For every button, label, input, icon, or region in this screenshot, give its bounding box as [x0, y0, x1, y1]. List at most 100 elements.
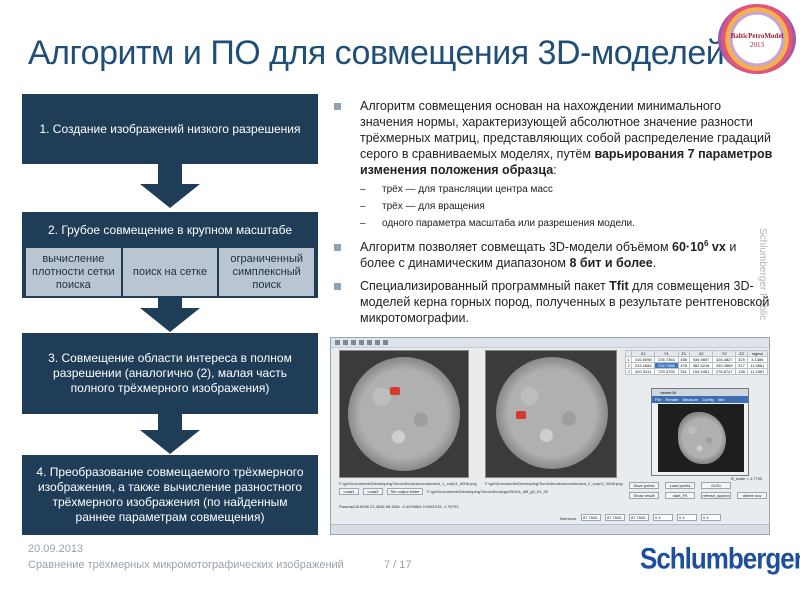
goto-button[interactable]: GoTo	[701, 482, 731, 489]
sub-item-3-text: одного параметра масштаба или разрешения…	[382, 218, 635, 229]
slide-title: Алгоритм и ПО для совмещения 3D-моделей	[28, 34, 725, 72]
viewer3d-menu: File Render Measure Config Info	[652, 396, 748, 403]
page-number: 7 / 17	[384, 559, 412, 571]
save-points-button[interactable]: Save points	[629, 482, 659, 489]
show-result-button[interactable]: Show result	[629, 492, 659, 499]
tolerance-field-3[interactable]: 87.7845	[629, 514, 649, 521]
toolbar-pan-icon[interactable]	[359, 340, 364, 345]
bullet-list: Алгоритм совмещения основан на нахождени…	[334, 98, 774, 333]
start-fit-button[interactable]: start_Fit	[665, 492, 695, 499]
toolbar-measure-icon[interactable]	[383, 340, 388, 345]
right-slice-view[interactable]	[485, 350, 617, 478]
right-file-path: F:\gre\Documents\Developing\Tomo\3tools\…	[485, 481, 623, 486]
params-values: -145.8996 21.4836 98.3561 -0.4209864 0.0…	[351, 504, 459, 509]
footer-date: 20.09.2013	[28, 543, 84, 555]
bullet-1-end: :	[553, 163, 557, 177]
flow-arrow-3	[140, 414, 200, 455]
bullet-1-text: Алгоритм совмещения основан на нахождени…	[360, 99, 771, 161]
bullet-2-volume: 60·106 vx	[672, 238, 726, 254]
load2-button[interactable]: Load2	[363, 488, 383, 495]
viewer3d-title[interactable]: viewer3d	[652, 389, 748, 396]
logo-year: 2013	[750, 41, 764, 49]
flow-step-2: 2. Грубое совмещение в крупном масштабе …	[22, 212, 318, 298]
viewer3d-render[interactable]	[658, 404, 744, 472]
table-cell[interactable]: 3	[624, 368, 633, 375]
sub-item-2-text: трёх — для вращения	[382, 201, 485, 212]
tolerance-field-1[interactable]: 87.7845	[581, 514, 601, 521]
menu-file[interactable]: File	[655, 397, 662, 402]
tfit-app-screenshot: F:\gre\Documents\Developing\Tomo\3tools\…	[330, 337, 770, 535]
table-cell[interactable]: 138	[735, 368, 748, 375]
schlumberger-logo: Schlumberger	[640, 540, 800, 576]
output-path: F:\gre\Documents\Developing\Tomo\3tools\…	[427, 489, 549, 494]
footer-caption: Сравнение трёхмерных микромотографически…	[28, 559, 344, 571]
sub-item-scale: –одного параметра масштаба или разрешени…	[360, 218, 635, 229]
toolbar-select-icon[interactable]	[367, 340, 372, 345]
delete-row-button[interactable]: delete row	[737, 492, 767, 499]
bullet-square-icon	[334, 103, 341, 110]
bullet-3-text: Специализированный программный пакет	[360, 279, 610, 293]
toolbar-save-icon[interactable]	[343, 340, 348, 345]
tolerance-field-4[interactable]: 0.4	[653, 514, 673, 521]
viewer3d-window[interactable]: viewer3d File Render Measure Config Info	[651, 388, 749, 476]
bullet-2-text: Алгоритм позволяет совмещать 3D-модели о…	[360, 240, 673, 254]
flow-step-1: 1. Создание изображений низкого разрешен…	[22, 94, 318, 164]
table-cell[interactable]: 232.7366	[654, 362, 679, 369]
menu-render[interactable]: Render	[665, 397, 679, 402]
toolbar-zoom-icon[interactable]	[351, 340, 356, 345]
flow-step-2-title: 2. Грубое совмещение в крупном масштабе	[48, 222, 292, 237]
table-cell[interactable]: 934.9807	[688, 356, 714, 363]
flow-arrow-2	[140, 298, 200, 333]
set-output-folder-button[interactable]: Set output folder	[387, 488, 423, 495]
load1-button[interactable]: Load1	[339, 488, 359, 495]
table-cell[interactable]: 729.3793	[654, 368, 679, 375]
toolbar-open-icon[interactable]	[335, 340, 340, 345]
menu-config[interactable]: Config	[702, 397, 714, 402]
bullet-2-volume-a: 60·10	[672, 240, 704, 254]
bullet-2-volume-exp: 6	[704, 238, 709, 248]
table-cell[interactable]: 511	[677, 368, 690, 375]
flow-step-3-text: 3. Совмещение области интереса в полном …	[48, 351, 292, 395]
app-toolbar	[331, 338, 769, 348]
load-points-button[interactable]: Load points	[665, 482, 695, 489]
tolerance-field-6[interactable]: 0.4	[701, 514, 721, 521]
left-slice-view[interactable]	[339, 350, 469, 478]
right-match-marker	[516, 411, 526, 419]
bullet-algorithm: Алгоритм совмещения основан на нахождени…	[334, 98, 774, 178]
table-cell[interactable]: 426.4827	[712, 356, 737, 363]
params-label: Params	[339, 504, 353, 509]
bullet-2-end: .	[652, 256, 657, 270]
tolerance-field-5[interactable]: 0.4	[677, 514, 697, 521]
tolerance-field-2[interactable]: 87.7845	[605, 514, 625, 521]
table-cell[interactable]: 420.3411	[631, 368, 656, 375]
table-cell[interactable]: 194.5451	[688, 368, 714, 375]
menu-measure[interactable]: Measure	[682, 397, 699, 402]
bullet-3-end: для совмещения 3D-моделей керна горных п…	[360, 279, 770, 325]
flow-step-3: 3. Совмещение области интереса в полном …	[22, 333, 318, 414]
toolbar-rotate-icon[interactable]	[375, 340, 380, 345]
app-status-bar	[331, 524, 769, 534]
bullet-2-range: 8 бит и более	[569, 256, 653, 270]
table-cell[interactable]: 382.6218	[688, 362, 714, 369]
right-core-sample	[496, 357, 608, 469]
conference-logo: BalticPetroModel 2013	[718, 4, 796, 74]
bullet-3-tfit: Tfit	[609, 279, 629, 293]
sub-item-1-text: трёх — для трансляции центра масс	[382, 184, 553, 195]
flow-step-2-sub-grid-density: вычисление плотности сетки поиска	[26, 248, 121, 296]
sub-item-rotation: –трёх — для вращения	[360, 201, 485, 212]
table-cell[interactable]: 233.1684	[631, 362, 656, 369]
left-core-sample	[348, 357, 460, 471]
table-cell[interactable]: 11.2567	[746, 368, 769, 375]
flow-step-1-text: 1. Создание изображений низкого разрешен…	[39, 121, 301, 136]
menu-info[interactable]: Info	[717, 397, 725, 402]
logo-name: BalticPetroModel	[730, 32, 784, 40]
table-cell[interactable]: 416.5098	[631, 356, 656, 363]
refresh-approx-button[interactable]: refresh_approx	[701, 492, 731, 499]
sub-item-translation: –трёх — для трансляции центра масс	[360, 184, 553, 195]
table-cell[interactable]: 330.3589	[712, 362, 737, 369]
table-cell[interactable]: 276.8747	[712, 368, 737, 375]
table-cell[interactable]: 226.7363	[654, 356, 679, 363]
